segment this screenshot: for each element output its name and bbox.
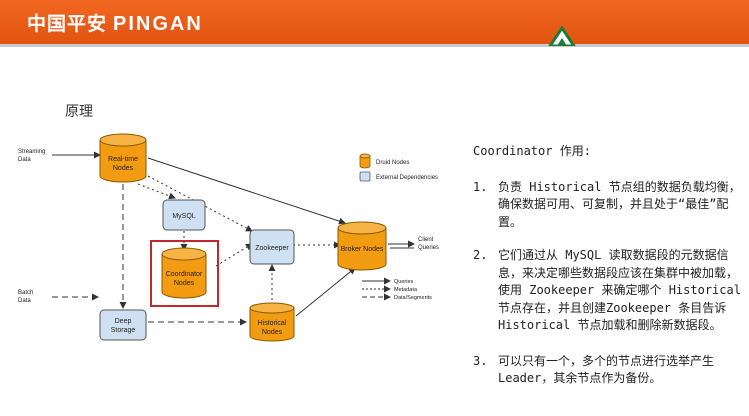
section-title: 原理 xyxy=(65,104,93,120)
coordinator-nodes: Coordinator Nodes xyxy=(161,247,207,299)
edge-realtime-broker xyxy=(147,157,346,225)
coordinator-label-2: Nodes xyxy=(174,280,195,287)
coordinator-label-1: Coordinator xyxy=(166,271,203,278)
realtime-nodes: Real-time Nodes xyxy=(99,133,147,183)
list-text: 它们通过从 MySQL 读取数据段的元数据信息，来决定哪些数据段应该在集群中被加… xyxy=(498,248,741,332)
deep-storage-node: Deep Storage xyxy=(99,309,147,341)
list-number: 2. xyxy=(473,248,488,262)
logo-chinese: 中国平安 xyxy=(27,13,108,35)
broker-nodes: Broker Nodes xyxy=(337,221,387,271)
header-divider xyxy=(0,44,749,47)
edge-coordinator-zookeeper xyxy=(215,243,253,267)
legend-druid-label: Druid Nodes xyxy=(376,160,409,166)
mysql-node: MySQL xyxy=(162,199,206,231)
pingan-emblem-icon xyxy=(548,26,576,46)
deep-label-1: Deep xyxy=(115,318,132,325)
edge-historical-broker xyxy=(295,267,356,317)
legend-druid-swatch xyxy=(359,156,371,169)
client-label-2: Queries xyxy=(418,245,439,251)
realtime-label-2: Nodes xyxy=(113,165,134,172)
streaming-label-1: Streaming xyxy=(18,149,45,155)
zookeeper-label: Zookeeper xyxy=(255,245,289,252)
list-text: 负责 Historical 节点组的数据负载均衡，确保数据可用、可复制，并且处于… xyxy=(498,179,741,229)
list-item: 1. 负责 Historical 节点组的数据负载均衡，确保数据可用、可复制，并… xyxy=(473,179,749,232)
legend-queries-label: Queries xyxy=(394,279,414,285)
realtime-label-1: Real-time xyxy=(108,156,138,163)
legend-segments-label: Data/Segments xyxy=(394,295,432,301)
list-item: 2. 它们通过从 MySQL 读取数据段的元数据信息，来决定哪些数据段应该在集群… xyxy=(473,247,749,335)
broker-label: Broker Nodes xyxy=(341,246,384,253)
list-number: 1. xyxy=(473,179,488,194)
client-label-1: Client xyxy=(418,237,434,243)
legend-external-swatch xyxy=(359,171,371,182)
legend-external-label: External Dependencies xyxy=(376,175,438,181)
historical-label-1: Historical xyxy=(258,320,287,327)
description-heading: Coordinator 作用: xyxy=(473,144,591,158)
historical-label-2: Nodes xyxy=(262,329,283,336)
list-text: 可以只有一个，多个的节点进行选举产生 Leader，其余节点作为备份。 xyxy=(498,353,715,386)
list-item: 3. 可以只有一个，多个的节点进行选举产生 Leader，其余节点作为备份。 xyxy=(473,353,749,388)
list-number: 3. xyxy=(473,353,488,368)
druid-architecture-diagram: Real-time Nodes MySQL Coordinator Nodes … xyxy=(18,133,439,342)
legend-metadata-label: Metadata xyxy=(394,287,418,293)
mysql-label: MySQL xyxy=(172,213,195,220)
batch-label-1: Batch xyxy=(18,290,33,296)
batch-label-2: Data xyxy=(18,298,31,304)
edge-realtime-mysql xyxy=(137,183,176,200)
coordinator-highlight-box xyxy=(150,240,219,307)
legend: Druid Nodes External Dependencies Querie… xyxy=(359,153,438,301)
logo-latin: PINGAN xyxy=(113,13,203,35)
zookeeper-node: Zookeeper xyxy=(249,229,295,265)
historical-nodes: Historical Nodes xyxy=(249,302,295,342)
streaming-label-2: Data xyxy=(18,157,31,163)
deep-label-2: Storage xyxy=(111,327,136,334)
coordinator-description: Coordinator 作用: 1. 负责 Historical 节点组的数据负… xyxy=(473,143,749,404)
